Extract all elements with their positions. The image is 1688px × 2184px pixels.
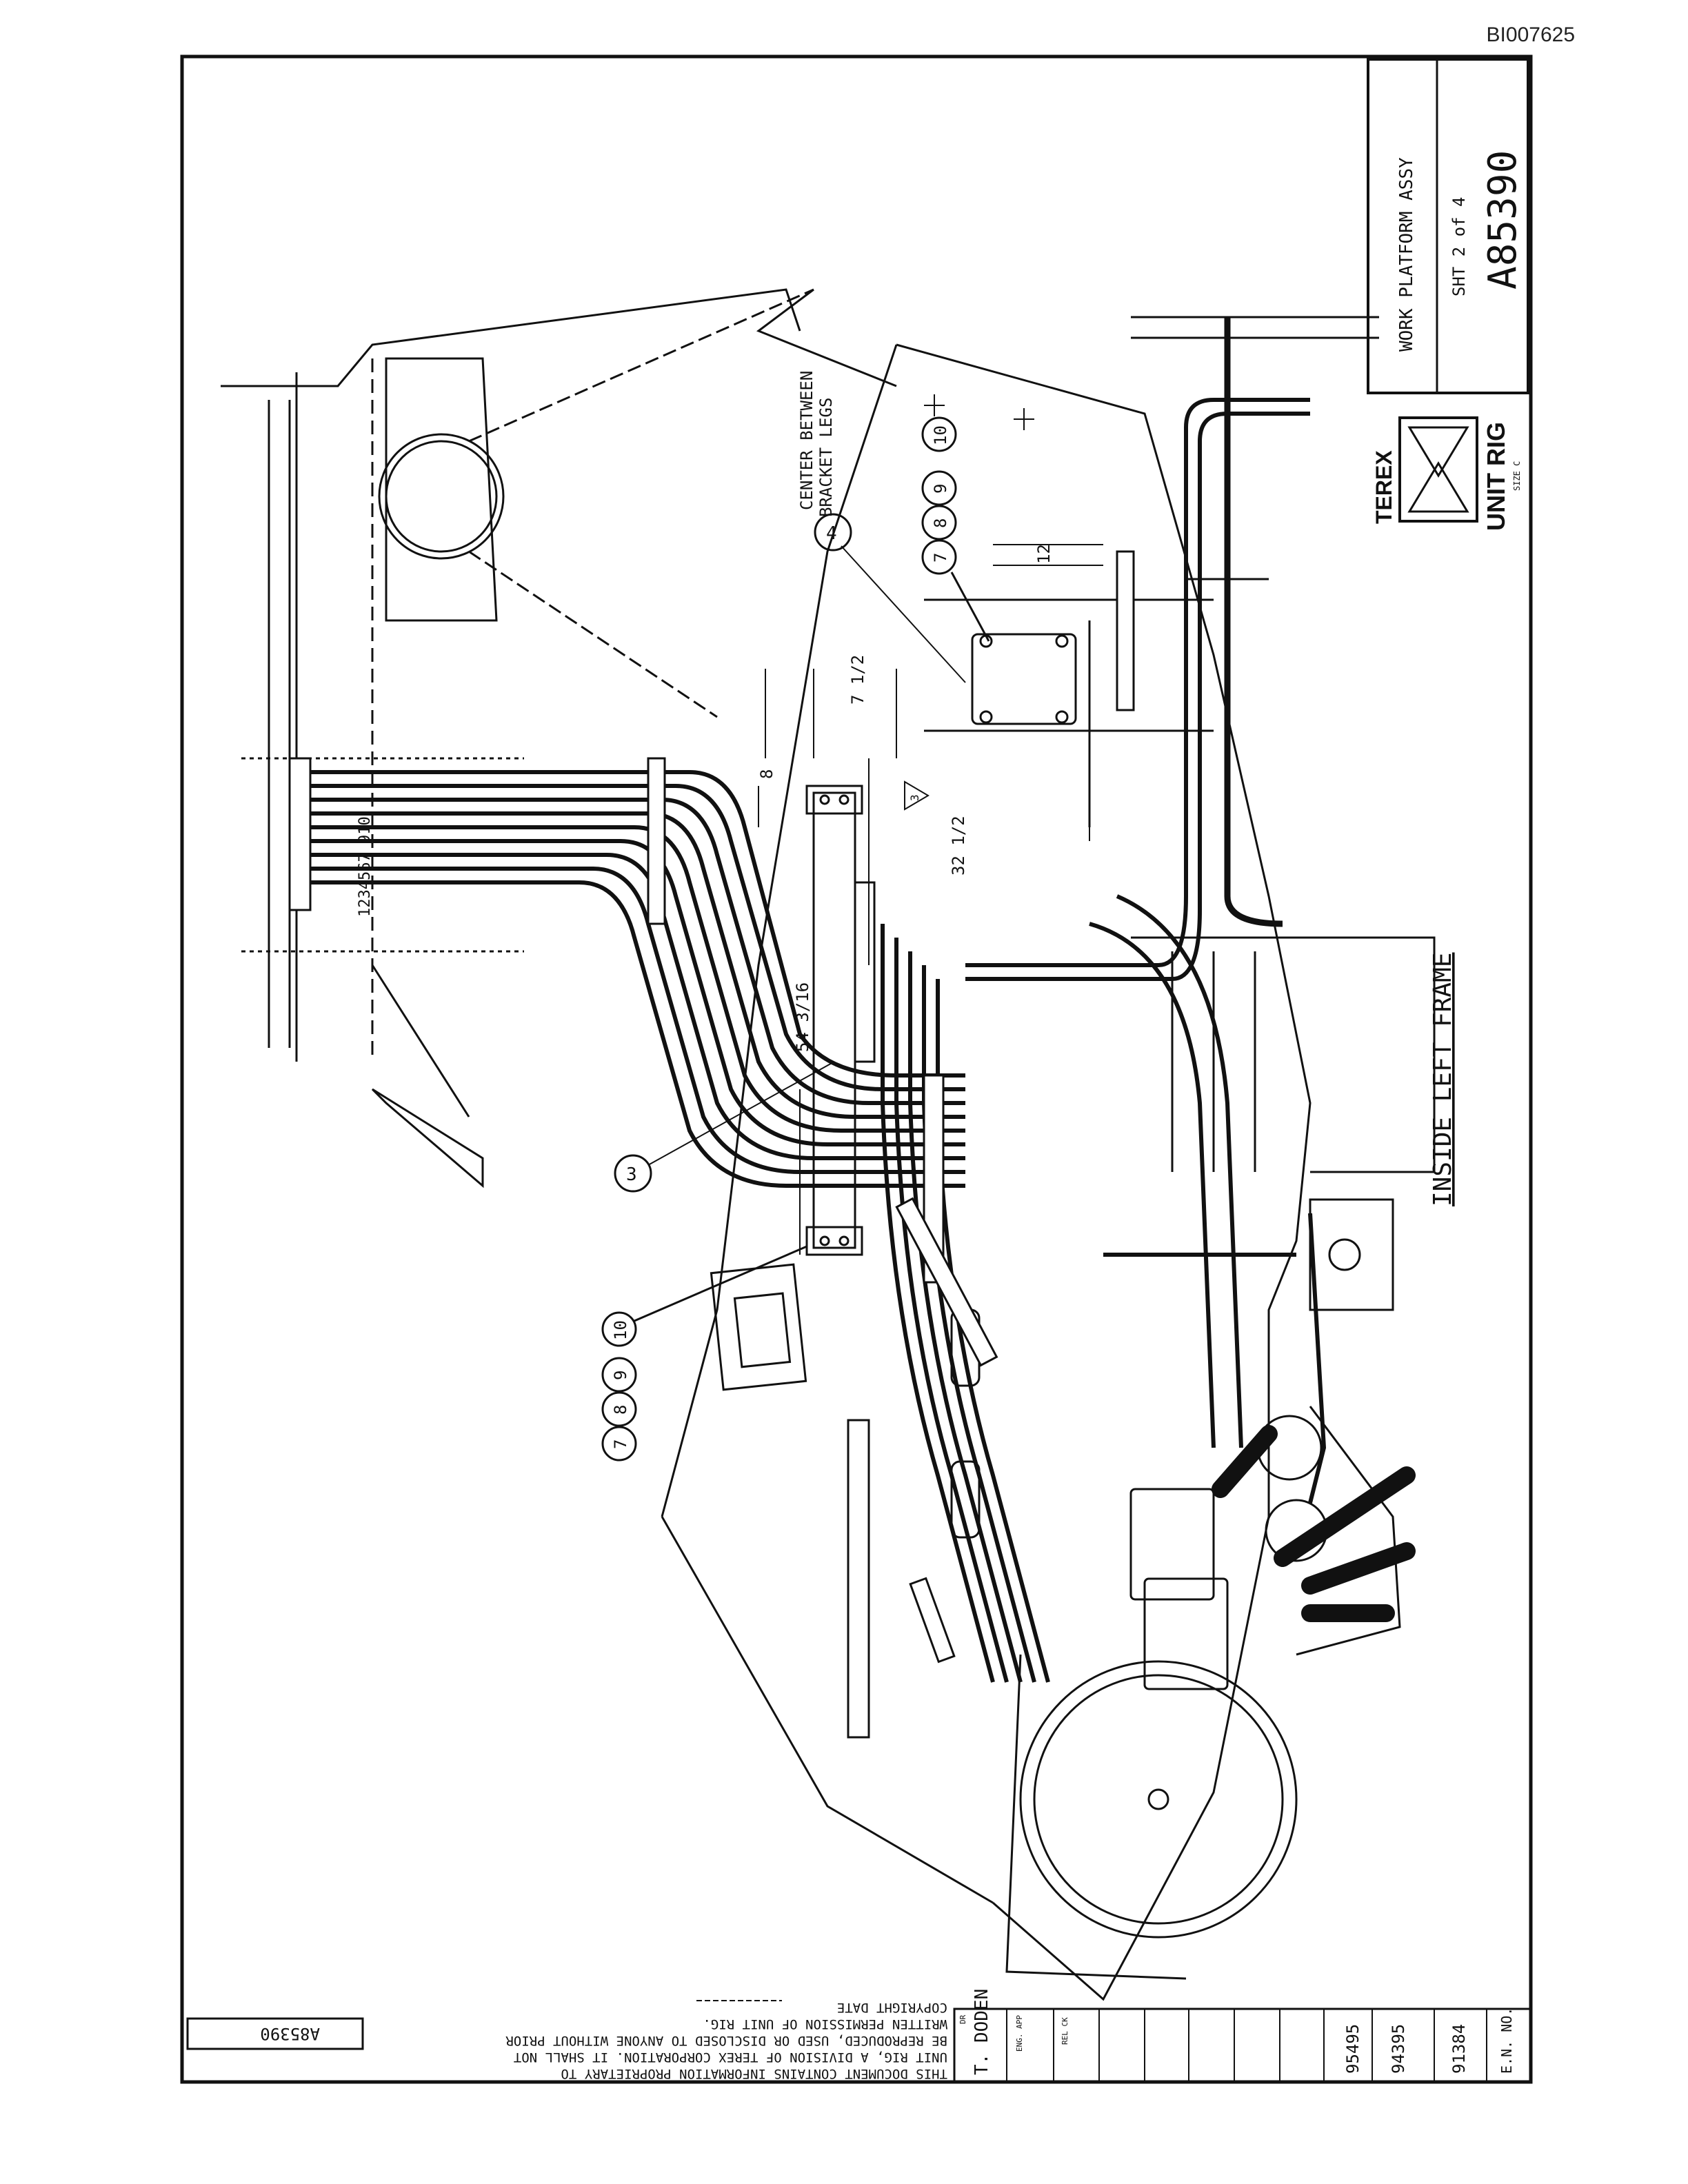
drawing-number: A85390	[1480, 150, 1525, 290]
frame-assembly	[221, 288, 1436, 2001]
svg-text:4: 4	[826, 523, 837, 544]
proprietary-notice: THIS DOCUMENT CONTAINS INFORMATION PROPR…	[186, 2000, 947, 2081]
balloon-group-bottom	[601, 1245, 807, 1462]
center-note-line1: CENTER BETWEEN	[797, 371, 816, 510]
balloon-top-9: 9	[931, 484, 950, 494]
revision-stamp: A85390	[260, 2024, 320, 2043]
rel-ck-label: REL CK	[1061, 2017, 1069, 2045]
en-number-1: 95495	[1343, 2024, 1363, 2074]
notice-line-1: THIS DOCUMENT CONTAINS INFORMATION PROPR…	[561, 2066, 947, 2081]
dimension-7-half: 7 1/2	[848, 655, 867, 705]
balloon-4: 4	[814, 513, 966, 683]
balloon-top-7: 7	[931, 553, 950, 563]
terex-unit-rig-logo: TEREX UNIT RIG SIZE C	[1372, 416, 1522, 531]
balloon-bottom-8: 8	[611, 1405, 630, 1415]
balloon-3: 3	[614, 1061, 835, 1193]
notice-line-5: COPYRIGHT DATE	[837, 2000, 947, 2015]
balloon-bottom-10: 10	[611, 1320, 630, 1340]
balloon-top-8: 8	[931, 518, 950, 528]
en-number-3: 91384	[1449, 2024, 1469, 2074]
balloon-bottom-9: 9	[611, 1371, 630, 1380]
balloon-top-10: 10	[931, 425, 950, 445]
brand-unit-rig: UNIT RIG	[1482, 422, 1510, 531]
dimension-8: 8	[757, 769, 776, 779]
dimension-54-3-16: 54 3/16	[793, 982, 812, 1052]
notice-line-4: WRITTEN PERMISSION OF UNIT RIG.	[703, 2016, 947, 2032]
dimensions	[758, 544, 1103, 1255]
note-flag: 3	[904, 780, 930, 811]
page-identifier: BI007625	[1486, 23, 1575, 46]
connector-numbers: 1234567 910	[356, 816, 374, 917]
center-note-line2: BRACKET LEGS	[816, 398, 836, 517]
notice-line-3: BE REPRODUCED, USED OR DISCLOSED TO ANYO…	[505, 2033, 947, 2048]
notice-line-2: UNIT RIG, A DIVISION OF TEREX CORPORATIO…	[514, 2050, 947, 2065]
en-number-2: 94395	[1389, 2024, 1408, 2074]
drawn-by: T. DODEN	[972, 1989, 992, 2075]
en-no-label: E.N. NO.	[1498, 2008, 1515, 2074]
dimension-12: 12	[1034, 544, 1054, 564]
dimension-32-half: 32 1/2	[949, 816, 968, 876]
revision-block: DR T. DODEN ENG. APP REL CK 95495 94395 …	[953, 1989, 1532, 2083]
brand-terex: TEREX	[1372, 450, 1396, 524]
size-label: SIZE C	[1512, 461, 1522, 491]
svg-text:3: 3	[626, 1164, 637, 1185]
balloon-bottom-7: 7	[611, 1439, 630, 1449]
drawing-title: WORK PLATFORM ASSY	[1396, 157, 1417, 352]
drawn-by-label: DR	[958, 2014, 967, 2024]
hose-clamps	[288, 550, 1135, 1739]
large-hoses	[1212, 1425, 1416, 1622]
balloon-group-top	[921, 416, 990, 642]
hose-bundle	[303, 317, 1327, 1683]
drawing-border	[180, 54, 1533, 2084]
reference-marks	[924, 394, 1034, 430]
title-block: WORK PLATFORM ASSY SHT 2 of 4 A85390	[1367, 58, 1529, 394]
sheet-number: SHT 2 of 4	[1449, 197, 1469, 297]
eng-app-label: ENG. APP	[1015, 2015, 1024, 2052]
note-flag-number: 3	[908, 794, 921, 801]
view-title: INSIDE LEFT FRAME	[1429, 953, 1457, 1206]
